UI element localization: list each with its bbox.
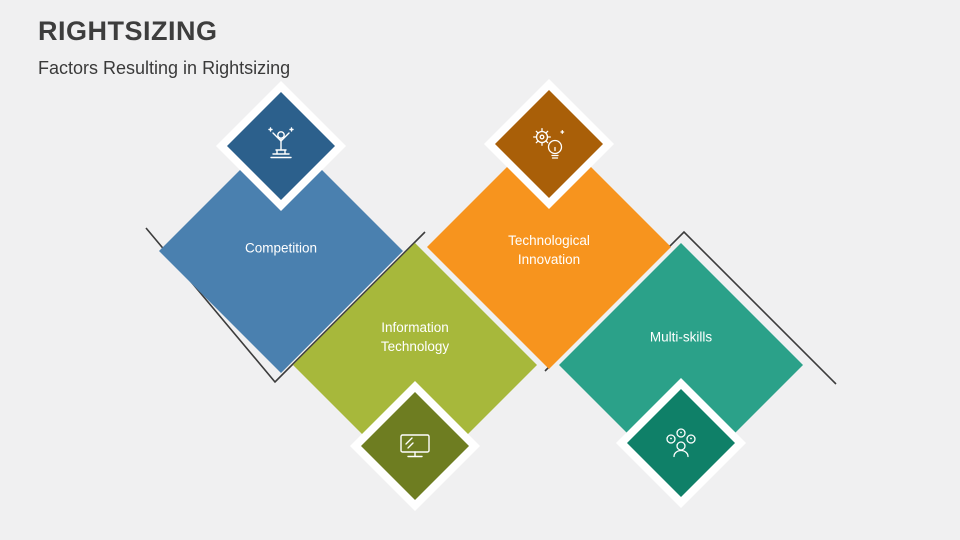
information-technology-diamond <box>293 243 537 487</box>
page-subtitle: Factors Resulting in Rightsizing <box>38 58 291 78</box>
competition-diamond <box>159 129 403 373</box>
competition-label: Competition <box>244 240 318 256</box>
information-technology-icon-diamond <box>361 392 469 500</box>
monitor-icon <box>400 434 430 458</box>
information-technology-label: Information Technology <box>380 320 450 354</box>
team-icon <box>666 428 696 458</box>
multi-skills-label: Multi-skills <box>649 329 713 345</box>
multi-skills-diamond <box>559 243 803 487</box>
multi-skills-icon-diamond <box>627 389 735 497</box>
celebration-person-icon <box>268 127 294 159</box>
gear-lightbulb-icon <box>533 128 565 159</box>
technological-innovation-label: Technological Innovation <box>508 233 590 267</box>
technological-innovation-diamond <box>427 125 671 369</box>
page-title: RIGHTSIZING <box>38 16 218 46</box>
